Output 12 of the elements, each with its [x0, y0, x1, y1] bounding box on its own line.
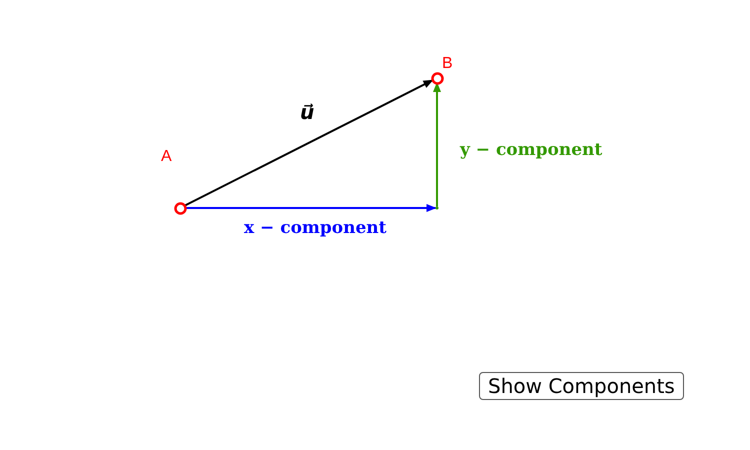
toggle-button: Show Components [479, 372, 684, 400]
vector-arrow [184, 79, 434, 207]
point-label: B [442, 55, 453, 73]
edge-label: x − component [244, 218, 387, 238]
vertex-point [434, 205, 440, 211]
point-marker [430, 72, 444, 84]
vector-arrow [185, 204, 436, 212]
edge-label: u⃗ [300, 100, 314, 124]
point-label: A [161, 148, 172, 166]
vector-arrow [433, 82, 441, 206]
edge-label: y − component [460, 140, 602, 160]
point-marker [174, 202, 186, 214]
